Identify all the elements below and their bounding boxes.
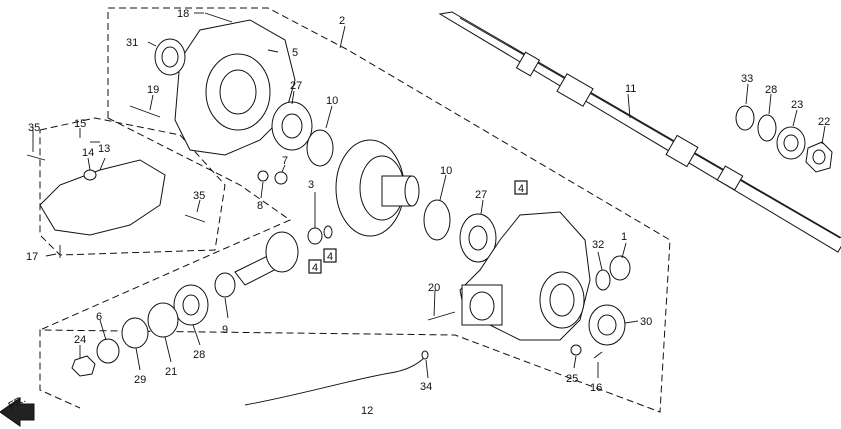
callout-4-a: 4: [518, 183, 524, 195]
callout-12: 12: [361, 405, 373, 417]
callout-3: 3: [308, 179, 314, 191]
washer-9: [214, 272, 236, 298]
callout-35-a: 35: [28, 122, 40, 134]
callout-box-4-c: [323, 248, 337, 263]
front-arrow: FR.: [0, 393, 35, 427]
breather-hose: [244, 356, 426, 406]
callout-28-b: 28: [193, 349, 205, 361]
skid-cover: [39, 159, 166, 236]
callout-30: 30: [640, 316, 652, 328]
callout-1: 1: [621, 231, 627, 243]
gear-case: [459, 211, 591, 341]
nut-7: [274, 171, 288, 185]
nut-24: [71, 355, 96, 377]
callout-33: 33: [741, 73, 753, 85]
callout-28-a: 28: [765, 84, 777, 96]
shim: [323, 225, 333, 239]
callout-17: 17: [26, 251, 38, 263]
output-shaft: [438, 11, 841, 253]
washer-10-upper: [306, 129, 334, 167]
stud-20: [427, 311, 456, 321]
washer-25: [570, 344, 582, 356]
o-ring-32: [595, 269, 611, 291]
callout-5: 5: [292, 47, 298, 59]
callout-13: 13: [98, 143, 110, 155]
pinion-gear: [234, 231, 299, 286]
washer-10-lower: [423, 199, 451, 241]
washer-pinion: [307, 227, 323, 245]
callout-box-4-a: [514, 180, 528, 195]
case-group-outline: [39, 7, 671, 413]
callout-18: 18: [177, 8, 189, 20]
leader-lines: [32, 12, 826, 379]
callout-32: 32: [592, 239, 604, 251]
callout-10-b: 10: [440, 165, 452, 177]
callout-9: 9: [222, 324, 228, 336]
callout-15: 15: [74, 118, 86, 130]
bolt-18: [204, 12, 233, 23]
bolt-19: [129, 105, 161, 118]
pinion-group-outline: [39, 117, 292, 331]
callout-labels: 1 2 3 4 4 4 5 6 7 8 9 10 10 11 12 13 14 …: [26, 8, 830, 417]
bolt-16: [593, 351, 603, 359]
callout-21: 21: [165, 366, 177, 378]
callout-11: 11: [625, 83, 636, 95]
callout-4-c: 4: [327, 251, 333, 263]
callout-box-4-b: [308, 259, 322, 274]
callout-7: 7: [282, 155, 288, 167]
bearing-6: [96, 338, 120, 364]
callout-24: 24: [74, 334, 86, 346]
cap-1: [609, 255, 631, 281]
callout-27-a: 27: [290, 80, 302, 92]
bolt-35-right: [184, 214, 206, 223]
callout-25: 25: [566, 373, 578, 385]
cover-group-outline: [39, 117, 226, 256]
callout-27-b: 27: [475, 189, 487, 201]
ring-gear: [335, 139, 420, 237]
callout-23: 23: [791, 99, 803, 111]
callout-8: 8: [257, 200, 263, 212]
callout-35-b: 35: [193, 190, 205, 202]
bolt-35-left: [26, 154, 46, 161]
callout-2: 2: [339, 15, 345, 27]
collar-29: [121, 317, 149, 349]
washer-8: [257, 170, 269, 182]
callout-16: 16: [590, 382, 602, 394]
callout-31: 31: [126, 37, 138, 49]
callout-4-b: 4: [312, 262, 318, 274]
grommet-14: [83, 169, 97, 181]
callout-10-a: 10: [326, 95, 338, 107]
washer-28: [757, 114, 777, 142]
callout-29: 29: [134, 374, 146, 386]
case-cover: [174, 19, 296, 156]
callout-14: 14: [82, 147, 94, 159]
callout-34: 34: [420, 381, 432, 393]
callout-20: 20: [428, 282, 440, 294]
callout-6: 6: [96, 311, 102, 323]
clip-34: [421, 350, 429, 360]
washer-33: [735, 105, 755, 131]
callout-19: 19: [147, 84, 159, 96]
seal-21: [147, 302, 179, 338]
callout-22: 22: [818, 116, 830, 128]
